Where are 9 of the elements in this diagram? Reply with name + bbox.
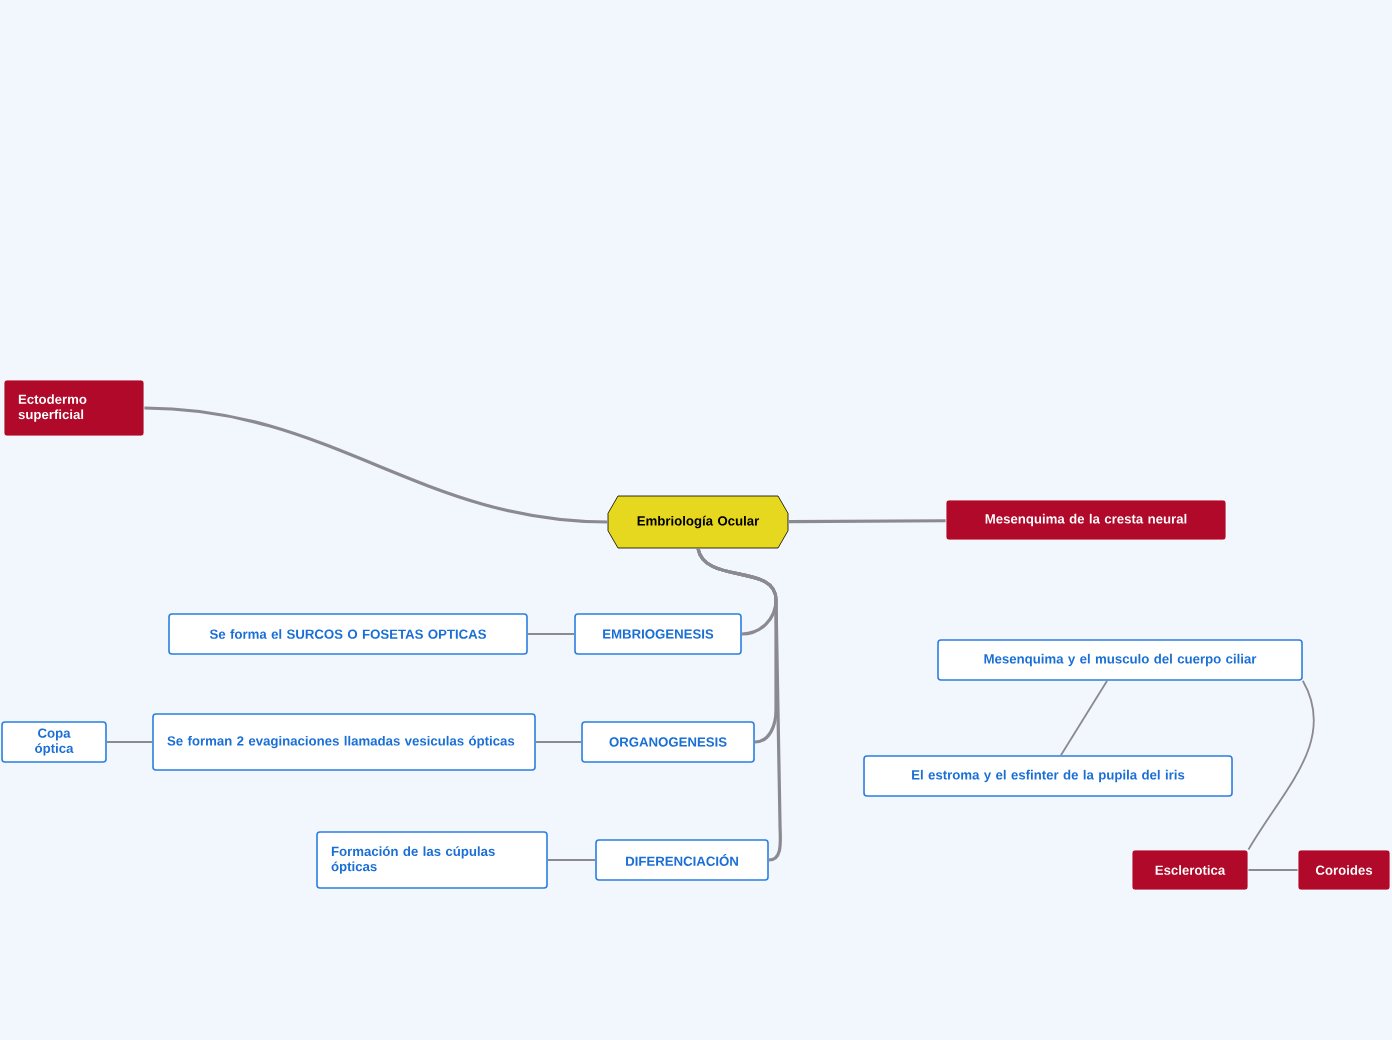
- connector-line: [105, 741, 154, 743]
- connector-line: [1247, 679, 1315, 851]
- connector-line: [1060, 679, 1108, 757]
- connector-line: [526, 633, 576, 635]
- connector-line: [1247, 869, 1299, 871]
- connector-line: [534, 741, 583, 743]
- connector-line: [144, 406, 608, 524]
- connector-line: [788, 519, 946, 524]
- connector-line: [546, 859, 597, 861]
